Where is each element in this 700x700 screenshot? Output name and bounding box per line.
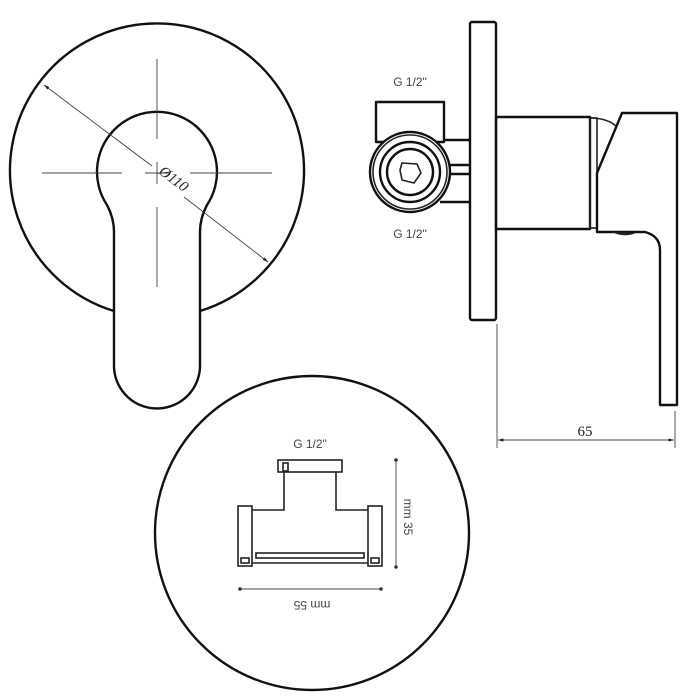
width-label: mm 55 — [293, 598, 330, 612]
side-view: G 1/2" G 1/2" 65 — [368, 20, 679, 448]
diameter-label: Ø110 — [155, 163, 192, 196]
cover-plate-outline — [8, 22, 306, 313]
detail-circle — [153, 374, 471, 692]
thread-label: G 1/2" — [293, 437, 327, 451]
hex-socket — [399, 162, 422, 184]
front-view: Ø110 — [8, 22, 306, 410]
height-label: mm 35 — [401, 499, 415, 536]
center-lines — [42, 59, 272, 287]
wall-plate — [468, 20, 498, 322]
fitting-detail: G 1/2" mm 35 mm 55 — [153, 374, 471, 692]
depth-label: 65 — [578, 424, 593, 440]
handle-outline — [95, 110, 219, 410]
inlet-top-label: G 1/2" — [393, 75, 427, 89]
valve-body — [494, 115, 592, 231]
body-dome — [589, 117, 618, 128]
inlet-bottom-label: G 1/2" — [393, 227, 427, 241]
diameter-dimension-line-2 — [183, 196, 269, 263]
lever-shadow — [612, 232, 636, 236]
lever-side-outline — [595, 111, 679, 407]
diameter-dimension-line — [43, 84, 153, 167]
inlet-nut — [368, 130, 452, 214]
